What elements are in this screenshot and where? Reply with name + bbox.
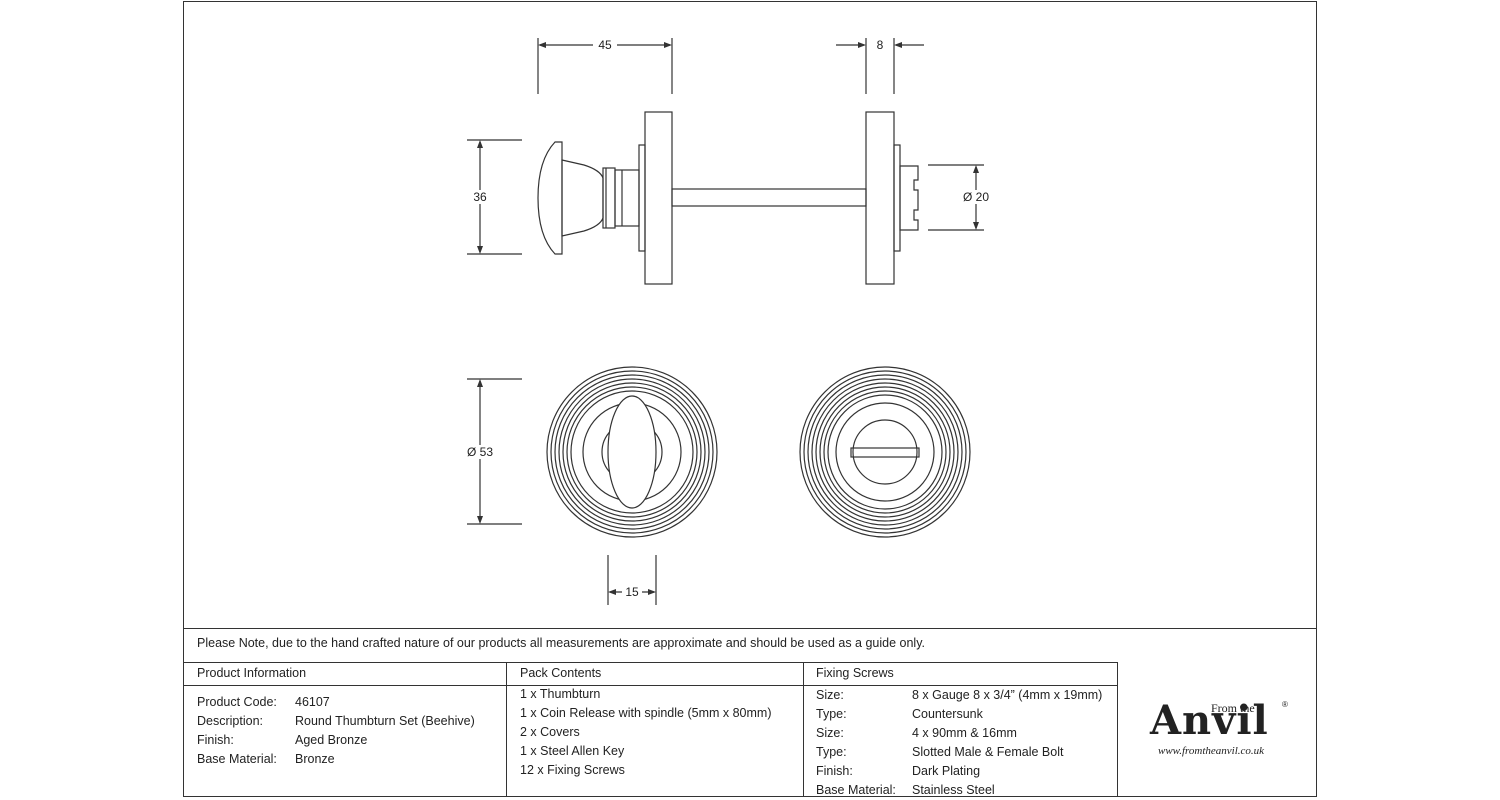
logo-tagline: From the xyxy=(1211,701,1255,715)
divider xyxy=(506,662,507,797)
knob-dome xyxy=(537,141,563,255)
fixing-value: 4 x 90mm & 16mm xyxy=(912,726,1017,740)
fixing-row: Finish: Dark Plating xyxy=(816,764,980,778)
dim-length: 45 xyxy=(598,38,612,52)
fixing-label: Finish: xyxy=(816,764,853,778)
fixing-value: Stainless Steel xyxy=(912,783,995,797)
left-rose-side xyxy=(644,111,673,285)
logo-wordmark: Anvil xyxy=(1150,697,1269,744)
left-rose-front xyxy=(546,366,718,538)
description-label: Description: xyxy=(197,714,263,728)
divider xyxy=(183,685,1117,686)
base-material-row: Base Material: Bronze xyxy=(197,752,335,766)
divider xyxy=(183,662,1117,663)
base-material-value: Bronze xyxy=(295,752,335,766)
pack-item: 2 x Covers xyxy=(520,725,580,739)
pack-item: 1 x Steel Allen Key xyxy=(520,744,625,758)
dim-rose-thickness: 8 xyxy=(877,38,884,52)
fixing-screws-title: Fixing Screws xyxy=(816,666,894,680)
fixing-label: Size: xyxy=(816,726,844,740)
spindle xyxy=(671,188,867,207)
description-value: Round Thumbturn Set (Beehive) xyxy=(295,714,475,728)
divider xyxy=(1117,662,1118,797)
finish-label: Finish: xyxy=(197,733,234,747)
fixing-row: Size: 8 x Gauge 8 x 3/4” (4mm x 19mm) xyxy=(816,688,1102,702)
fixing-row: Base Material: Stainless Steel xyxy=(816,783,995,797)
dim-knob-height: 36 xyxy=(473,190,487,204)
drawing-sheet xyxy=(183,1,1317,797)
knob-stem xyxy=(614,169,640,227)
release-body xyxy=(899,165,919,231)
right-rose-front xyxy=(799,366,971,538)
right-rose-step xyxy=(893,144,901,252)
logo-registered: ® xyxy=(1282,700,1288,709)
product-code-value: 46107 xyxy=(295,695,330,709)
fixing-label: Type: xyxy=(816,707,847,721)
fixing-label: Type: xyxy=(816,745,847,759)
dim-release-dia: Ø 20 xyxy=(963,190,989,204)
fixing-label: Size: xyxy=(816,688,844,702)
right-rose-side xyxy=(865,111,895,285)
dim-turn-width: 15 xyxy=(625,585,639,599)
pack-contents-title: Pack Contents xyxy=(520,666,602,680)
disclaimer-note: Please Note, due to the hand crafted nat… xyxy=(197,636,926,650)
product-code-label: Product Code: xyxy=(197,695,277,709)
logo-url: www.fromtheanvil.co.uk xyxy=(1158,745,1265,757)
divider xyxy=(183,628,1317,629)
product-info-title: Product Information xyxy=(197,666,307,680)
finish-value: Aged Bronze xyxy=(295,733,368,747)
finish-row: Finish: Aged Bronze xyxy=(197,733,367,747)
pack-item: 1 x Coin Release with spindle (5mm x 80m… xyxy=(520,706,772,720)
pack-item: 12 x Fixing Screws xyxy=(520,763,625,777)
description-row: Description: Round Thumbturn Set (Beehive… xyxy=(197,714,475,728)
divider xyxy=(803,662,804,797)
fixing-value: Slotted Male & Female Bolt xyxy=(912,745,1064,759)
fixing-value: Countersunk xyxy=(912,707,983,721)
knob-neck xyxy=(561,159,604,237)
inner-rose-step xyxy=(638,144,646,252)
fixing-row: Type: Slotted Male & Female Bolt xyxy=(816,745,1063,759)
fixing-row: Type: Countersunk xyxy=(816,707,983,721)
fixing-value: 8 x Gauge 8 x 3/4” (4mm x 19mm) xyxy=(912,688,1103,702)
fixing-label: Base Material: xyxy=(816,783,896,797)
knob-collar xyxy=(602,167,616,229)
dim-rose-dia: Ø 53 xyxy=(467,445,493,459)
fixing-value: Dark Plating xyxy=(912,764,981,778)
product-code-row: Product Code: 46107 xyxy=(197,695,330,709)
pack-item: 1 x Thumbturn xyxy=(520,687,601,701)
base-material-label: Base Material: xyxy=(197,752,277,766)
fixing-row: Size: 4 x 90mm & 16mm xyxy=(816,726,1017,740)
